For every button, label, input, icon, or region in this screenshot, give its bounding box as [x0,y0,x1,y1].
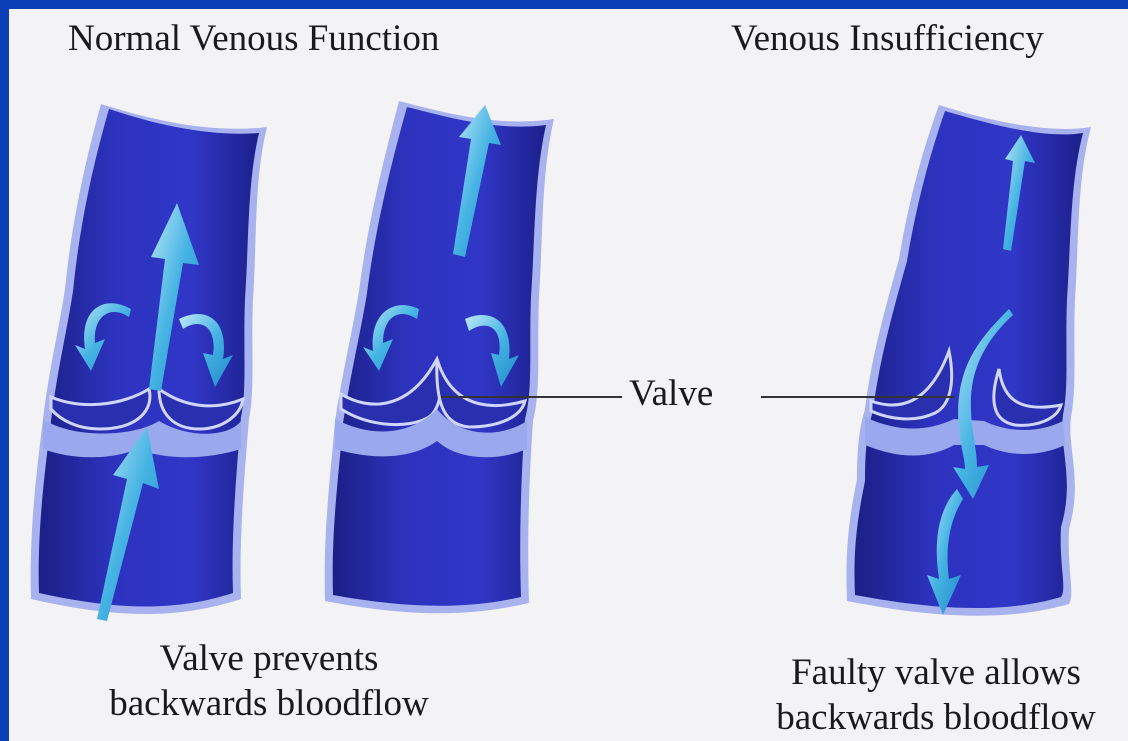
title-insufficiency: Venous Insufficiency [731,17,1044,60]
vein-lumen [854,111,1083,608]
vein-insufficiency [846,105,1091,616]
caption-faulty-line1: Faulty valve allows [744,650,1128,695]
caption-normal-line1: Valve prevents [79,636,459,681]
vein-lumen [333,107,546,606]
caption-faulty-line2: backwards bloodflow [744,695,1128,740]
vein-illustration [9,9,1128,741]
vein-normal-closed [325,101,554,613]
title-normal: Normal Venous Function [68,17,439,60]
caption-normal-line2: backwards bloodflow [79,681,459,726]
caption-faulty: Faulty valve allows backwards bloodflow [744,650,1128,740]
vein-lumen [39,109,259,607]
diagram-panel: Normal Venous Function Venous Insufficie… [9,9,1128,741]
vein-normal-open [31,104,267,621]
valve-label: Valve [629,372,713,415]
caption-normal: Valve prevents backwards bloodflow [79,636,459,726]
